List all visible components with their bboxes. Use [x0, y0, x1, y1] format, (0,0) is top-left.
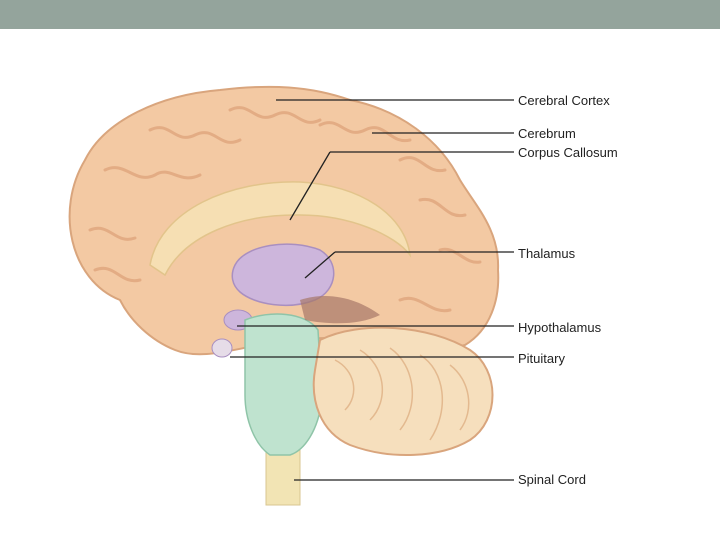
brainstem	[245, 314, 322, 455]
label-corpus-callosum: Corpus Callosum	[518, 145, 618, 160]
cerebellum	[314, 328, 493, 455]
spinal-cord	[266, 450, 300, 505]
label-pituitary: Pituitary	[518, 351, 565, 366]
label-hypothalamus: Hypothalamus	[518, 320, 601, 335]
thalamus	[232, 244, 333, 305]
label-thalamus: Thalamus	[518, 246, 575, 261]
label-spinal-cord: Spinal Cord	[518, 472, 586, 487]
label-cerebral-cortex: Cerebral Cortex	[518, 93, 610, 108]
label-cerebrum: Cerebrum	[518, 126, 576, 141]
pituitary-gland	[212, 339, 232, 357]
